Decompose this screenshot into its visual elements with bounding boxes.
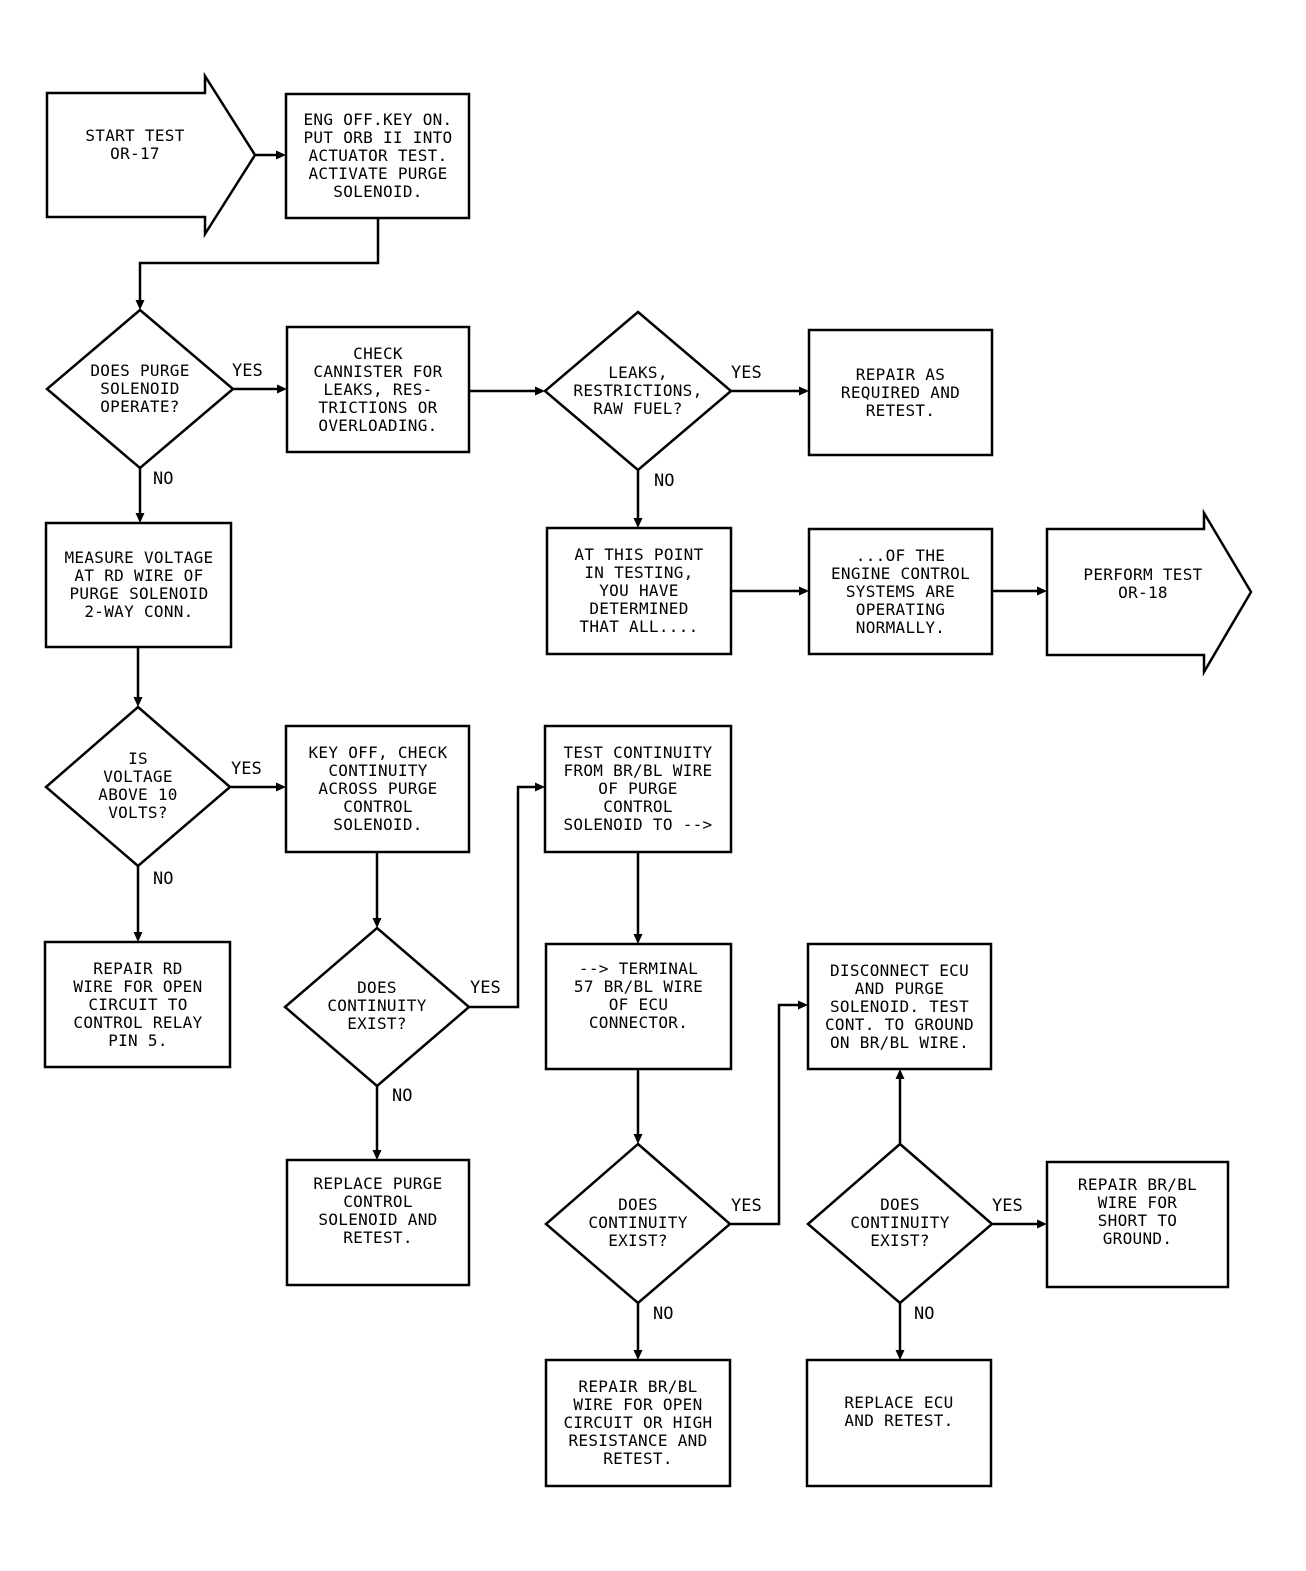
arrowhead-d6-n11	[895, 1069, 905, 1079]
arrowhead-d3-n7	[276, 782, 286, 792]
label-d5-yes: YES	[731, 1196, 762, 1216]
box-shape-n12	[285, 1158, 471, 1287]
step-terminal-57: --> TERMINAL 57 BR/BL WIRE OF ECU CONNEC…	[573, 959, 704, 1032]
step-test-continuity-br-bl: TEST CONTINUITY FROM BR/BL WIRE OF PURGE…	[563, 743, 713, 834]
label-d6-no: NO	[914, 1304, 935, 1324]
arrowhead-n2-d2	[535, 386, 545, 396]
decision-voltage-above-10: IS VOLTAGE ABOVE 10 VOLTS?	[98, 749, 178, 822]
label-d4-no: NO	[392, 1086, 413, 1106]
box-shape-n1	[284, 92, 471, 220]
step-disconnect-ecu: DISCONNECT ECU AND PURGE SOLENOID. TEST …	[825, 960, 974, 1052]
connector-n1-d1	[138, 218, 380, 304]
decision-leaks-restrictions: LEAKS, RESTRICTIONS, RAW FUEL?	[573, 363, 703, 418]
start-arrow-shape	[45, 71, 257, 239]
step-repair-open-circuit: REPAIR BR/BL WIRE FOR OPEN CIRCUIT OR HI…	[563, 1377, 713, 1468]
step-repair-rd-wire: REPAIR RD WIRE FOR OPEN CIRCUIT TO CONTR…	[73, 958, 203, 1050]
step-repair-short-to-ground: REPAIR BR/BL WIRE FOR SHORT TO GROUND.	[1077, 1175, 1198, 1248]
step-key-off-check-continuity: KEY OFF, CHECK CONTINUITY ACROSS PURGE C…	[308, 743, 448, 834]
arrowhead-start-n1	[276, 150, 286, 160]
label-d2-no: NO	[654, 471, 675, 491]
arrowhead-d1-n4	[135, 513, 145, 523]
arrowhead-d3-n9	[133, 932, 143, 942]
step-repair-as-required: REPAIR AS REQUIRED AND RETEST.	[840, 365, 961, 420]
label-d2-yes: YES	[731, 363, 762, 383]
arrowhead-n5-n6	[799, 586, 809, 596]
label-d4-yes: YES	[470, 978, 501, 998]
label-d3-no: NO	[153, 869, 174, 889]
arrowhead-n7-d4	[372, 918, 382, 928]
step-replace-purge-solenoid: REPLACE PURGE CONTROL SOLENOID AND RETES…	[313, 1174, 443, 1247]
box-shape-n2	[285, 325, 471, 454]
box-shape-n15	[805, 1358, 993, 1488]
arrowhead-d2-n3	[799, 386, 809, 396]
box-shape-n6	[807, 527, 994, 656]
arrowhead-n6-end	[1037, 586, 1047, 596]
label-d3-yes: YES	[231, 759, 262, 779]
box-shape-n11	[806, 942, 993, 1071]
decision-continuity-to-ground: DOES CONTINUITY EXIST?	[850, 1195, 950, 1250]
arrowhead-d1-n2	[277, 384, 287, 394]
arrowhead-d6-n15	[895, 1350, 905, 1360]
box-shape-n14	[544, 1358, 732, 1488]
arrowhead-d4-n12	[372, 1150, 382, 1160]
box-shape-n13	[1045, 1160, 1230, 1289]
box-shape-n4	[44, 521, 233, 649]
arrowhead-d5-n14	[633, 1350, 643, 1360]
decision-continuity-across-solenoid: DOES CONTINUITY EXIST?	[327, 978, 427, 1033]
box-shape-n7	[284, 724, 471, 854]
step-measure-voltage: MEASURE VOLTAGE AT RD WIRE OF PURGE SOLE…	[64, 548, 214, 621]
label-d5-no: NO	[653, 1304, 674, 1324]
arrowhead-n1-d1	[135, 300, 145, 310]
connector-d4-n8	[469, 785, 539, 1009]
box-shape-n8	[543, 724, 733, 854]
note-engine-control-normal: ...OF THE ENGINE CONTROL SYSTEMS ARE OPE…	[830, 545, 971, 637]
arrowhead-d4-n8	[535, 782, 545, 792]
box-shape-n3	[807, 328, 994, 457]
start-test-or17: START TEST OR-17	[85, 126, 185, 163]
box-shape-n9	[43, 940, 232, 1069]
arrowhead-n10-d5	[633, 1134, 643, 1144]
end-arrow-shape	[1045, 508, 1253, 677]
arrowhead-n8-n10	[633, 934, 643, 944]
decision-continuity-to-ecu: DOES CONTINUITY EXIST?	[588, 1195, 688, 1250]
label-d1-no: NO	[153, 469, 174, 489]
decision-purge-solenoid-operate: DOES PURGE SOLENOID OPERATE?	[90, 361, 190, 416]
arrowhead-d5-n11	[798, 1000, 808, 1010]
arrowhead-d6-n13	[1037, 1219, 1047, 1229]
box-shape-n10	[544, 942, 733, 1071]
note-at-this-point: AT THIS POINT IN TESTING, YOU HAVE DETER…	[574, 545, 704, 636]
end-perform-test-or18: PERFORM TEST OR-18	[1083, 565, 1203, 602]
arrowhead-n4-d3	[133, 697, 143, 707]
step-check-cannister: CHECK CANNISTER FOR LEAKS, RES- TRICTION…	[313, 343, 443, 435]
arrowhead-d2-n5	[633, 518, 643, 528]
step-actuator-test: ENG OFF.KEY ON. PUT ORB II INTO ACTUATOR…	[303, 110, 453, 201]
step-replace-ecu: REPLACE ECU AND RETEST.	[844, 1393, 954, 1430]
label-d1-yes: YES	[232, 361, 263, 381]
label-d6-yes: YES	[992, 1196, 1023, 1216]
connector-d5-n11	[730, 1003, 802, 1226]
